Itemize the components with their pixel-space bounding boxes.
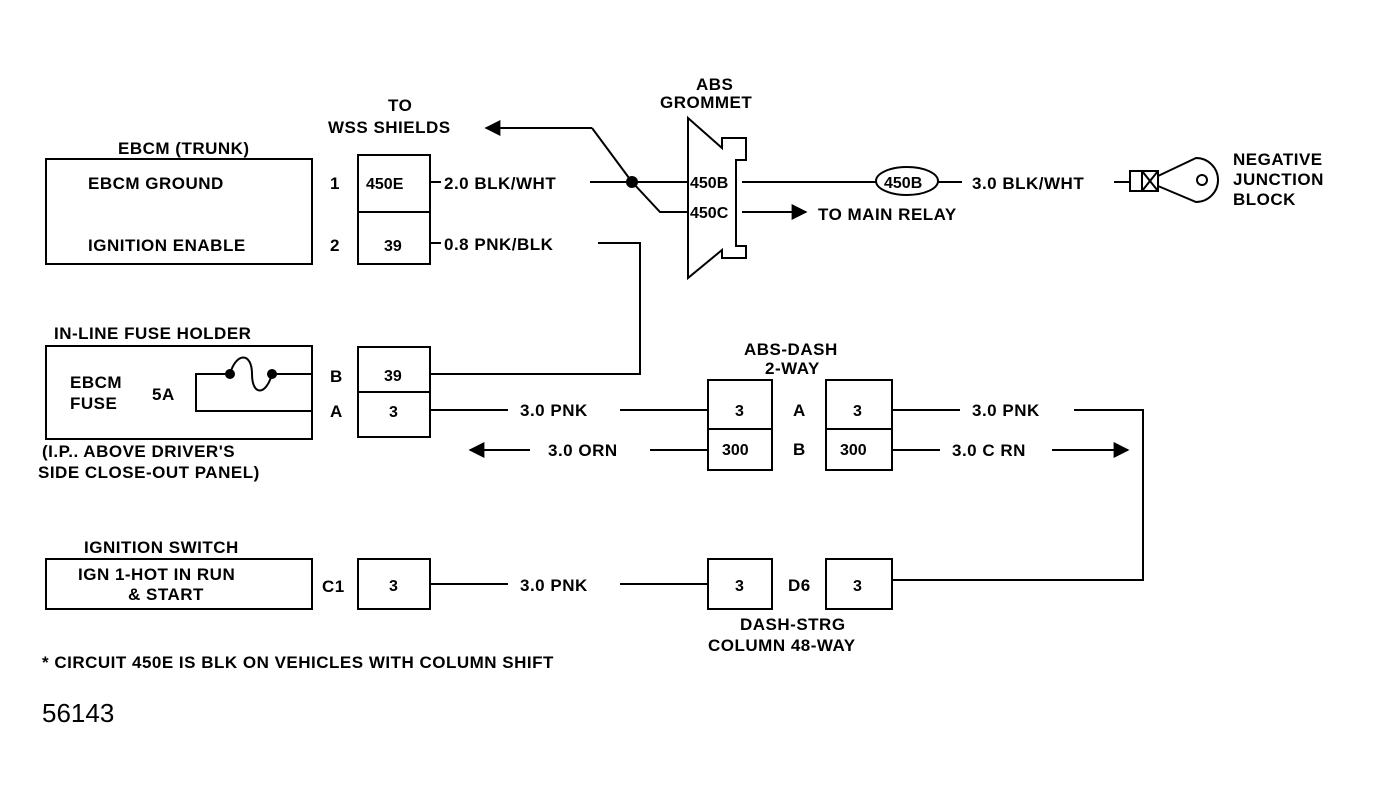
ground-eyelet-hole bbox=[1196, 174, 1208, 186]
ebcm-ground-label: EBCM GROUND bbox=[88, 174, 224, 193]
abs-dash-left-b: 300 bbox=[722, 442, 749, 459]
abs-dash-right-b: 300 bbox=[840, 442, 867, 459]
abs-dash-label-2: 2-WAY bbox=[765, 359, 820, 378]
ignition-pin-c1: C1 bbox=[322, 577, 345, 596]
abs-dash-pin-b: B bbox=[793, 440, 806, 459]
dash-strg-left-3: 3 bbox=[735, 578, 744, 595]
fuse-rating: 5A bbox=[152, 385, 175, 404]
dash-strg-label-1: DASH-STRG bbox=[740, 615, 846, 634]
abs-dash-label-1: ABS-DASH bbox=[744, 340, 838, 359]
dash-strg-right-3: 3 bbox=[853, 578, 862, 595]
fuse-pin-a: A bbox=[330, 402, 343, 421]
fuse-name-2: FUSE bbox=[70, 394, 117, 413]
wire-450e-label: 2.0 BLK/WHT bbox=[444, 174, 556, 193]
abs-dash-right-connector bbox=[825, 379, 893, 471]
grommet-pin-450b: 450B bbox=[690, 175, 728, 192]
fuse-connector-3: 3 bbox=[389, 404, 398, 421]
fuse-location-2: SIDE CLOSE-OUT PANEL) bbox=[38, 463, 260, 482]
ebcm-box bbox=[45, 158, 313, 265]
wss-label-to: TO bbox=[388, 96, 412, 115]
ground-eyelet bbox=[1157, 156, 1219, 204]
ebcm-connector-39: 39 bbox=[384, 238, 402, 255]
abs-dash-right-a: 3 bbox=[853, 403, 862, 420]
dash-strg-label-2: COLUMN 48-WAY bbox=[708, 636, 856, 655]
footnote: * CIRCUIT 450E IS BLK ON VEHICLES WITH C… bbox=[42, 653, 554, 672]
ebcm-connector bbox=[357, 154, 431, 265]
wire-3-pnk-label-1: 3.0 PNK bbox=[520, 401, 588, 420]
figure-number: 56143 bbox=[42, 698, 114, 728]
fuse-holder-title: IN-LINE FUSE HOLDER bbox=[54, 324, 251, 343]
ignition-line-1: IGN 1-HOT IN RUN bbox=[78, 565, 235, 584]
wire-3-orn-label-1: 3.0 ORN bbox=[548, 441, 618, 460]
wire-3-pnk-label-2: 3.0 PNK bbox=[972, 401, 1040, 420]
fuse-location-1: (I.P.. ABOVE DRIVER'S bbox=[42, 442, 235, 461]
dash-strg-right-connector bbox=[825, 558, 893, 610]
fuse-name-1: EBCM bbox=[70, 373, 122, 392]
wss-label-shields: WSS SHIELDS bbox=[328, 118, 451, 137]
ground-terminal-left bbox=[1129, 170, 1143, 192]
fuse-holder-box bbox=[45, 345, 313, 440]
abs-grommet bbox=[687, 115, 747, 281]
dash-strg-pin-d6: D6 bbox=[788, 576, 811, 595]
abs-dash-left-a: 3 bbox=[735, 403, 744, 420]
ignition-connector-3: 3 bbox=[389, 578, 398, 595]
neg-label-3: BLOCK bbox=[1233, 190, 1296, 209]
grommet-label-grommet: GROMMET bbox=[660, 93, 752, 112]
abs-dash-left-connector bbox=[707, 379, 773, 471]
fuse-element bbox=[229, 356, 273, 392]
wire-neg-label: 3.0 BLK/WHT bbox=[972, 174, 1084, 193]
ignition-box bbox=[45, 558, 313, 610]
ebcm-connector-450e: 450E bbox=[366, 176, 404, 193]
dash-strg-left-connector bbox=[707, 558, 773, 610]
grommet-label-abs: ABS bbox=[696, 75, 733, 94]
ebcm-pin-2: 2 bbox=[330, 236, 340, 255]
wss-wire bbox=[591, 127, 633, 183]
ground-terminal-x bbox=[1141, 170, 1159, 192]
main-relay-label: TO MAIN RELAY bbox=[818, 205, 957, 224]
grommet-pin-450c: 450C bbox=[690, 205, 729, 222]
ebcm-ignition-label: IGNITION ENABLE bbox=[88, 236, 246, 255]
ebcm-pin-1: 1 bbox=[330, 174, 340, 193]
ebcm-title: EBCM (TRUNK) bbox=[118, 139, 250, 158]
fuse-connector-39: 39 bbox=[384, 368, 402, 385]
neg-label-1: NEGATIVE bbox=[1233, 150, 1323, 169]
splice-450b-label: 450B bbox=[884, 175, 922, 192]
abs-dash-pin-a: A bbox=[793, 401, 806, 420]
wire-3-pnk-label-3: 3.0 PNK bbox=[520, 576, 588, 595]
wire-39-label: 0.8 PNK/BLK bbox=[444, 235, 554, 254]
ignition-title: IGNITION SWITCH bbox=[84, 538, 239, 557]
neg-label-2: JUNCTION bbox=[1233, 170, 1324, 189]
wire-3-orn-label-2: 3.0 C RN bbox=[952, 441, 1026, 460]
ignition-line-2: & START bbox=[128, 585, 204, 604]
fuse-pin-b: B bbox=[330, 367, 343, 386]
